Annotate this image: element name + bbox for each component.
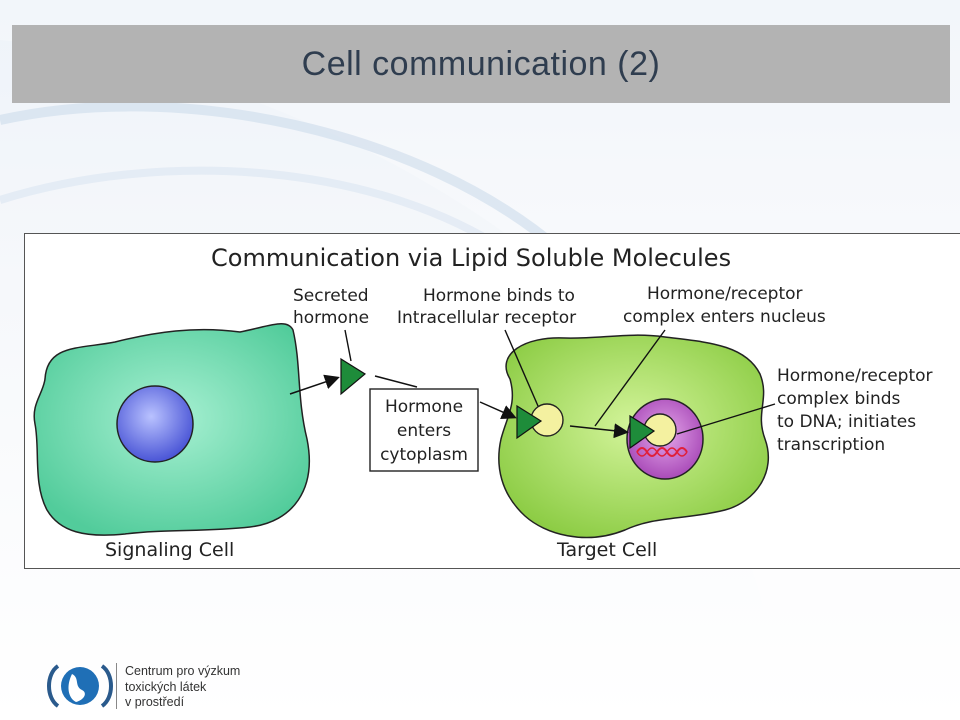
label-binds-line1: Hormone binds to — [423, 286, 575, 306]
pointer-dna — [676, 403, 776, 435]
label-binds-line2: Intracellular receptor — [397, 308, 576, 328]
arrow-to-hormone — [289, 374, 340, 395]
caption-target-cell: Target Cell — [556, 539, 657, 561]
label-complex-line2: complex enters nucleus — [623, 307, 826, 327]
arrow-hormone-travel — [374, 375, 418, 388]
label-dna-line1: Hormone/receptor — [777, 366, 933, 386]
label-dna-line2: complex binds — [777, 389, 901, 409]
diagram-heading: Communication via Lipid Soluble Molecule… — [211, 244, 731, 272]
dna-strand-icon — [636, 447, 688, 457]
title-bar: Cell communication (2) — [12, 25, 950, 103]
signaling-nucleus — [116, 385, 194, 463]
label-box-line1: Hormone — [385, 397, 463, 417]
label-box-line3: cytoplasm — [380, 445, 468, 465]
cytoplasm-label-box — [369, 388, 479, 472]
diagram-figure: Communication via Lipid Soluble Molecule… — [24, 233, 960, 569]
label-secreted-line2: hormone — [293, 308, 369, 328]
bound-hormone-icon — [516, 404, 543, 440]
nuclear-hormone-icon — [629, 414, 656, 450]
logo-line2: toxických látek — [125, 679, 207, 694]
label-secreted-line1: Secreted — [293, 286, 369, 306]
caption-signaling-cell: Signaling Cell — [105, 539, 234, 561]
label-complex-line1: Hormone/receptor — [647, 284, 803, 304]
logo-line1: Centrum pro výzkum — [125, 664, 241, 678]
logo-line3: v prostředí — [125, 695, 185, 709]
dna-strand2-icon — [636, 447, 688, 457]
recetox-logo — [47, 664, 113, 708]
label-box-line2: enters — [397, 421, 451, 441]
arrow-into-nucleus — [569, 423, 629, 439]
logo-text: Centrum pro výzkum toxických látek v pro… — [125, 664, 240, 711]
slide-title: Cell communication (2) — [301, 44, 661, 83]
logo-divider — [116, 663, 117, 709]
secreted-hormone-icon — [340, 357, 367, 396]
pointer-secreted — [344, 329, 352, 362]
pointer-complex — [594, 329, 666, 427]
pointer-binds — [504, 329, 539, 407]
label-dna-line3: to DNA; initiates — [777, 412, 916, 432]
diagram-canvas: Communication via Lipid Soluble Molecule… — [33, 244, 933, 561]
arrow-into-target — [479, 401, 517, 420]
label-dna-line4: transcription — [777, 435, 885, 455]
